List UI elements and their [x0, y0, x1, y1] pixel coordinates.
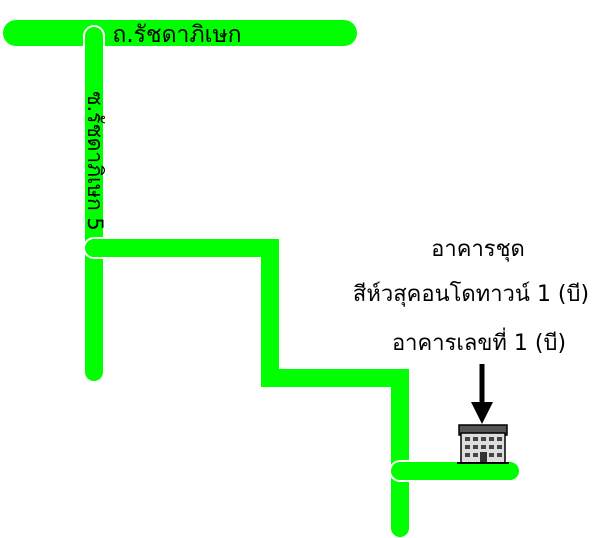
soi-road-label: ซ.รัชดาภิเษก 5: [83, 91, 107, 231]
main-road-label: ถ.รัชดาภิเษก: [112, 22, 241, 48]
building-name-line2: สีห์วสุคอนโดทาวน์ 1 (บี): [353, 281, 589, 307]
arrow-down-icon: [471, 364, 493, 424]
route-road: [83, 237, 521, 538]
building-name-line3: อาคารเลขที่ 1 (บี): [392, 327, 566, 356]
building-name-line1: อาคารชุด: [431, 237, 525, 262]
apartment-building-icon: [457, 424, 509, 464]
